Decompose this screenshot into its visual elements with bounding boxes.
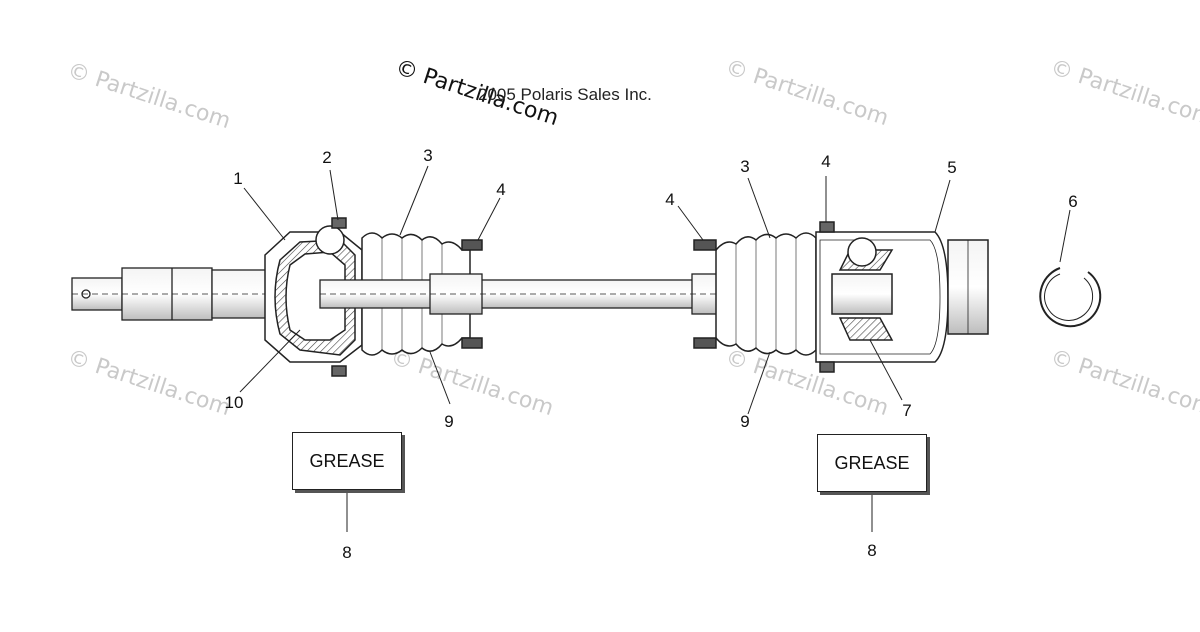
outer-cv-joint <box>264 217 363 377</box>
callout-label: 4 <box>821 152 831 171</box>
grease-label: GREASE <box>834 452 910 473</box>
callout-label: 10 <box>224 393 244 412</box>
callout-label: 9 <box>740 412 750 431</box>
copyright-text: 2005 Polaris Sales Inc. <box>478 85 652 104</box>
grease-label-box: GREASE <box>292 432 402 490</box>
callout-label: 3 <box>423 146 433 165</box>
callout-label: 6 <box>1068 192 1078 211</box>
leader-lines <box>239 165 1071 532</box>
inner-cv-joint <box>815 221 989 373</box>
callout-label: 5 <box>947 158 957 177</box>
right-boot <box>693 232 817 356</box>
stub-shaft <box>71 267 271 321</box>
grease-label-box: GREASE <box>817 434 927 492</box>
snap-ring <box>1039 267 1102 328</box>
callout-label: 8 <box>342 543 352 562</box>
callout-label: 9 <box>444 412 454 431</box>
callout-label: 1 <box>233 169 243 188</box>
callout-label: 4 <box>665 190 675 209</box>
grease-label: GREASE <box>309 450 385 471</box>
callout-label: 4 <box>496 180 506 199</box>
callout-label: 3 <box>740 157 750 176</box>
callout-label: 2 <box>322 148 332 167</box>
callout-label: 8 <box>867 541 877 560</box>
axle-shaft <box>319 273 900 315</box>
callout-label: 7 <box>902 401 912 420</box>
